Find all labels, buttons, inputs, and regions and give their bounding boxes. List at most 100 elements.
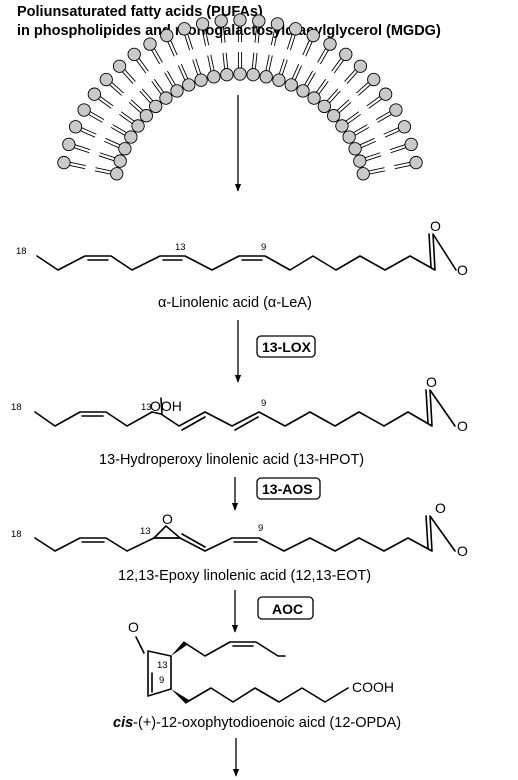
carbon-9-label: 9 <box>159 675 164 686</box>
lipid-head-outer <box>68 120 83 134</box>
carbonyl-oxygen: O <box>435 500 446 516</box>
lipid-head-outer <box>127 47 141 62</box>
carbon-18-label: 18 <box>11 529 22 540</box>
lipid-head-inner <box>149 99 163 114</box>
carbon-chain <box>34 515 456 552</box>
carbonyl-oxygen: O <box>426 374 437 390</box>
lipid-head-outer <box>270 17 285 31</box>
hydroperoxy-group: OOH <box>150 398 182 414</box>
lipid-head-outer <box>143 37 157 51</box>
alpha-linolenic-acid-structure: 18 13 9 O O <box>16 218 468 278</box>
epoxide-oxygen: O <box>162 511 173 527</box>
carbonyl-double-bond <box>425 515 429 549</box>
lipid-head-inner <box>207 70 221 84</box>
lipid-head-inner <box>335 119 349 133</box>
enzyme-13-lox-box <box>256 335 316 358</box>
lipid-head-outer <box>339 47 353 62</box>
pentenyl-side-chain <box>184 641 286 657</box>
carbonyl-oxygen: O <box>430 218 441 234</box>
lipid-head-outer <box>323 37 337 51</box>
lipid-head-outer <box>195 17 210 31</box>
carbon-18-label: 18 <box>16 246 27 257</box>
13-hpot-structure: 18 OOH 13 9 O O <box>11 374 468 434</box>
lipid-head-outer <box>112 59 127 73</box>
enzyme-13-aos-label: 13-AOS <box>262 481 313 497</box>
ketone-oxygen: O <box>128 619 139 635</box>
lipid-head-inner <box>307 91 321 105</box>
lipid-head-inner <box>110 167 124 181</box>
carbon-13-label: 13 <box>157 660 168 671</box>
lipid-head-outer <box>404 137 418 152</box>
lipid-head-inner <box>233 67 247 81</box>
carbon-13-label: 13 <box>140 526 151 537</box>
wedge-bond-lower <box>171 689 189 704</box>
lipid-head-inner <box>170 84 184 98</box>
alpha-linolenic-acid-caption: α-Linolenic acid (α-LeA) <box>158 295 312 311</box>
lipid-head-inner <box>182 78 196 92</box>
cis-prefix: cis <box>113 715 133 731</box>
lipid-head-inner <box>348 142 362 156</box>
epoxide-ring <box>153 525 181 539</box>
lipid-head-inner <box>139 109 154 123</box>
lipid-head-inner <box>284 78 298 92</box>
carboxyl-group: COOH <box>352 679 394 695</box>
carbon-13-label: 13 <box>175 242 186 253</box>
enzyme-aoc-box <box>257 596 314 620</box>
lipid-head-inner <box>113 154 127 168</box>
carbonyl-double-bond <box>428 233 432 268</box>
carbon-9-label: 9 <box>261 398 266 409</box>
lipid-head-outer <box>306 28 320 43</box>
double-bond-11 <box>181 416 206 431</box>
lipid-head-outer <box>57 155 71 170</box>
lipid-head-inner <box>272 73 286 87</box>
lipid-head-outer <box>389 103 403 117</box>
lipid-head-inner <box>124 130 138 144</box>
12-opda-caption: cis-(+)-12-oxophytodioenoic aicd (12-OPD… <box>113 715 401 731</box>
allene-double-bond <box>181 533 206 548</box>
12-13-eot-structure: 18 O 13 9 O O <box>11 500 468 559</box>
hydroxyl-oxygen: O <box>457 262 468 278</box>
octanoic-side-chain <box>186 687 349 703</box>
lipid-head-inner <box>118 142 132 156</box>
carbon-chain <box>34 389 456 427</box>
lipid-head-outer <box>397 120 412 134</box>
lipid-head-outer <box>62 137 76 152</box>
carbon-13-label: 13 <box>141 402 152 413</box>
lipid-head-inner <box>159 91 173 105</box>
membrane-bilayer <box>57 13 423 181</box>
enzyme-aoc-label: AOC <box>272 601 303 617</box>
lipid-head-inner <box>326 109 341 123</box>
lipid-head-outer <box>409 155 423 170</box>
lipid-head-inner <box>194 73 208 87</box>
lipid-head-inner <box>296 84 310 98</box>
carbon-18-label: 18 <box>11 402 22 413</box>
lipid-head-inner <box>259 70 273 84</box>
double-bond-9 <box>234 416 259 431</box>
hydroperoxy-bond <box>160 397 163 415</box>
hydroxyl-oxygen: O <box>457 543 468 559</box>
lipid-head-inner <box>131 119 145 133</box>
12-13-eot-caption: 12,13-Epoxy linolenic acid (12,13-EOT) <box>118 568 371 584</box>
lipid-head-outer <box>214 14 228 28</box>
wedge-bond-upper <box>171 641 187 656</box>
lipid-head-outer <box>87 87 102 101</box>
carbon-9-label: 9 <box>261 242 266 253</box>
lipid-head-outer <box>177 22 192 36</box>
lipid-head-outer <box>99 72 113 87</box>
12-opda-structure: O 13 9 COOH <box>128 619 394 704</box>
lipid-head-outer <box>378 87 393 101</box>
ketone-double-bond <box>135 636 145 654</box>
lipid-head-inner <box>220 68 234 82</box>
carbon-9-label: 9 <box>258 523 263 534</box>
enzyme-13-lox-label: 13-LOX <box>262 339 312 355</box>
carbonyl-double-bond <box>425 389 429 424</box>
cyclopentenone-ring <box>147 650 172 697</box>
lipid-head-inner <box>317 99 331 114</box>
lipid-head-outer <box>233 13 247 27</box>
lipid-head-outer <box>160 28 174 43</box>
13-hpot-caption: 13-Hydroperoxy linolenic acid (13-HPOT) <box>99 452 364 468</box>
carbon-chain <box>36 233 457 271</box>
header-line-2: in phospholipides and monogalactosyldiac… <box>17 23 441 39</box>
lipid-head-outer <box>353 59 368 73</box>
enzyme-13-aos-box <box>256 477 321 500</box>
